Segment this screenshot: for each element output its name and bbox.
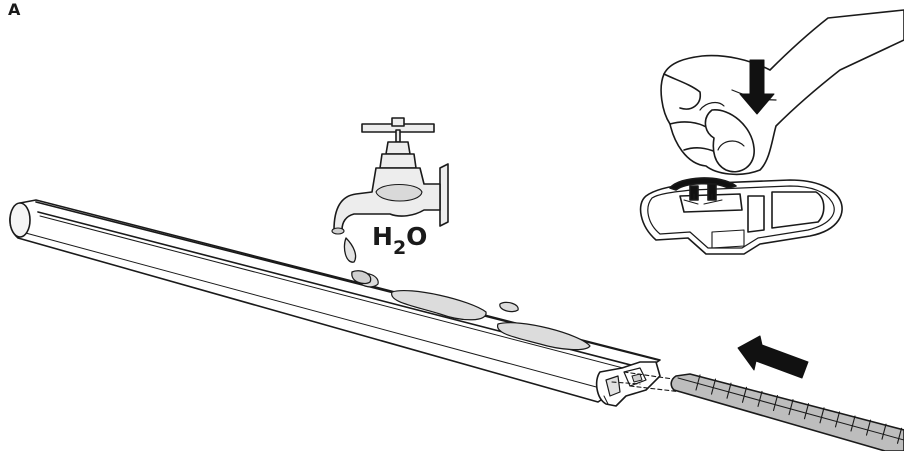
profile-section (639, 177, 843, 255)
formula-element: H (372, 222, 393, 251)
water-on-bar (357, 272, 591, 351)
push-down-arrow-icon (739, 59, 775, 115)
strip-rib (850, 415, 856, 432)
insertion-guide (611, 371, 683, 393)
strip-rib (726, 382, 732, 399)
bar-end-profile (595, 361, 661, 407)
push-left-arrow-icon (737, 335, 809, 379)
strip-rib (819, 407, 825, 424)
formula-subscript: 2 (392, 237, 407, 259)
rubber-strip (670, 373, 904, 451)
hand-icon (660, 9, 904, 176)
strip-rib (695, 374, 701, 391)
water-tap-icon (331, 117, 449, 235)
strip-rib (881, 423, 887, 440)
formula-tail: O (406, 222, 428, 251)
strip-rib (865, 419, 872, 436)
strip-rib (788, 399, 794, 416)
strip-rib (772, 394, 779, 412)
water-drop-icon (343, 237, 372, 285)
strip-rib (710, 378, 717, 395)
strip-rib (834, 411, 841, 428)
figure-label: A (8, 0, 21, 19)
water-formula-label: H2O (372, 222, 428, 258)
strip-rib (741, 386, 748, 403)
strip-rib (757, 390, 763, 407)
strip-ribs (695, 374, 903, 444)
strip-rib (896, 427, 903, 444)
strip-rib (803, 403, 810, 420)
